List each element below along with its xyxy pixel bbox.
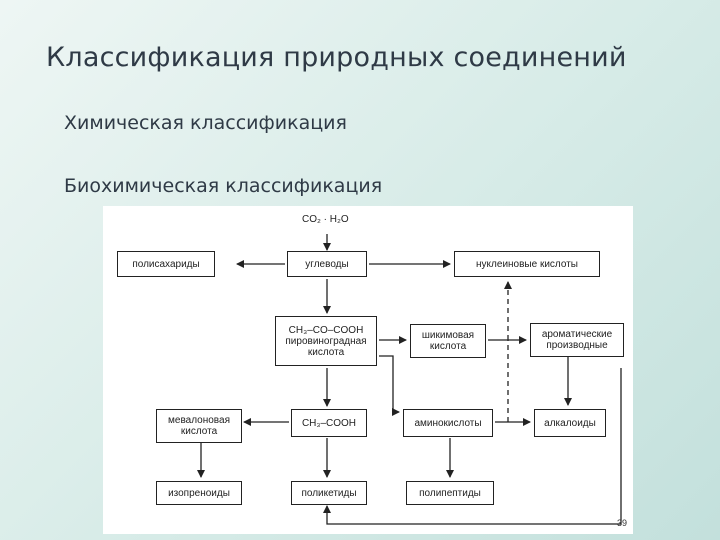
arrow-pyruvic-amino bbox=[379, 355, 400, 416]
biosynthesis-diagram: CO₂ · H₂O полисахариды углеводы нуклеино… bbox=[103, 206, 633, 534]
box-label: изопреноиды bbox=[168, 487, 230, 499]
box-nucleic-acids: нуклеиновые кислоты bbox=[454, 251, 600, 277]
box-shikimic-acid: шикимовая кислота bbox=[410, 324, 486, 358]
box-label-formula: CH₃–CO–COOH bbox=[288, 324, 364, 336]
box-label: кислота bbox=[307, 346, 345, 358]
box-label: пировиноградная bbox=[285, 335, 367, 347]
box-label: ароматические bbox=[541, 329, 613, 340]
box-label: полипептиды bbox=[419, 487, 481, 499]
box-label: поликетиды bbox=[301, 487, 357, 499]
box-label: нуклеиновые кислоты bbox=[476, 258, 578, 270]
classification-item-chemical: Химическая классификация bbox=[64, 112, 347, 134]
classification-item-biochemical: Биохимическая классификация bbox=[64, 175, 383, 197]
box-carbohydrates: углеводы bbox=[287, 251, 367, 277]
box-pyruvic-acid: CH₃–CO–COOH пировиноградная кислота bbox=[275, 316, 377, 366]
box-label: полисахариды bbox=[132, 258, 200, 270]
box-polysaccharides: полисахариды bbox=[117, 251, 215, 277]
diagram-connectors bbox=[197, 234, 622, 525]
box-label: кислота bbox=[180, 426, 218, 437]
box-label: углеводы bbox=[305, 258, 349, 270]
box-mevalonic-acid: мевалоновая кислота bbox=[156, 409, 242, 443]
box-isoprenoids: изопреноиды bbox=[156, 481, 242, 505]
box-aromatic-derivatives: ароматические производные bbox=[530, 323, 624, 357]
box-label: аминокислоты bbox=[414, 417, 482, 429]
page-number: 39 bbox=[616, 518, 627, 528]
box-amino-acids: аминокислоты bbox=[403, 409, 493, 437]
arrow-loop-bottom bbox=[323, 368, 622, 525]
box-label-formula: CH₃–COOH bbox=[301, 417, 357, 429]
box-label: алкалоиды bbox=[544, 417, 596, 429]
box-polyketides: поликетиды bbox=[291, 481, 367, 505]
slide-title: Классификация природных соединений bbox=[46, 42, 627, 73]
box-polypeptides: полипептиды bbox=[406, 481, 494, 505]
box-label: мевалоновая bbox=[168, 415, 230, 426]
box-label: шикимовая bbox=[421, 330, 475, 341]
box-label: кислота bbox=[429, 341, 467, 352]
box-acetic-acid: CH₃–COOH bbox=[291, 409, 367, 437]
co2-water-label: CO₂ · H₂O bbox=[302, 214, 349, 225]
box-alkaloids: алкалоиды bbox=[534, 409, 606, 437]
box-label: производные bbox=[546, 340, 608, 351]
